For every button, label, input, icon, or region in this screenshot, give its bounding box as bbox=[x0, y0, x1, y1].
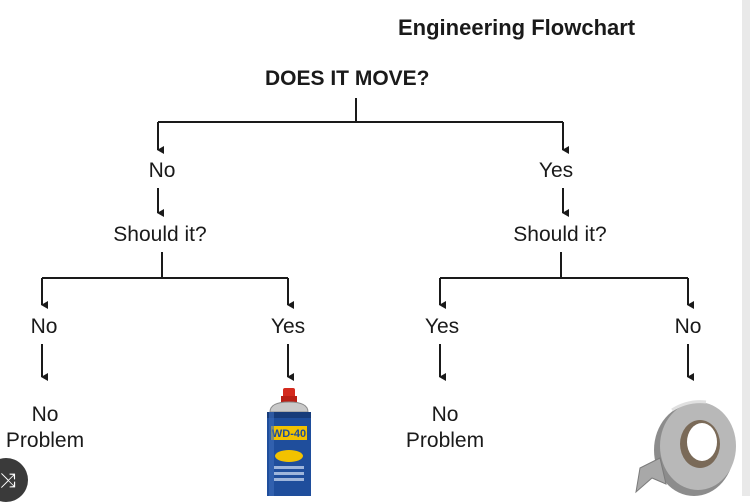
answer-yes-right: Yes bbox=[538, 159, 574, 182]
result-no-problem-left: No Problem bbox=[5, 403, 85, 453]
answer-no-left-left: No bbox=[30, 315, 58, 338]
result-no-problem-right: No Problem bbox=[405, 403, 485, 453]
question-should-it-left: Should it? bbox=[113, 223, 207, 246]
wd-40-can-image: WD-40 bbox=[267, 388, 311, 496]
right-edge-strip bbox=[742, 0, 750, 496]
answer-yes-left-right: Yes bbox=[270, 315, 306, 338]
duct-tape-image bbox=[635, 400, 736, 496]
flowchart-title: Engineering Flowchart bbox=[398, 15, 636, 40]
root-question: DOES IT MOVE? bbox=[265, 67, 430, 90]
answer-no-left: No bbox=[148, 159, 176, 182]
question-should-it-right: Should it? bbox=[513, 223, 607, 246]
can-label-text: WD-40 bbox=[272, 428, 306, 440]
answer-yes-right-left: Yes bbox=[424, 315, 460, 338]
answer-no-right-right: No bbox=[674, 315, 702, 338]
